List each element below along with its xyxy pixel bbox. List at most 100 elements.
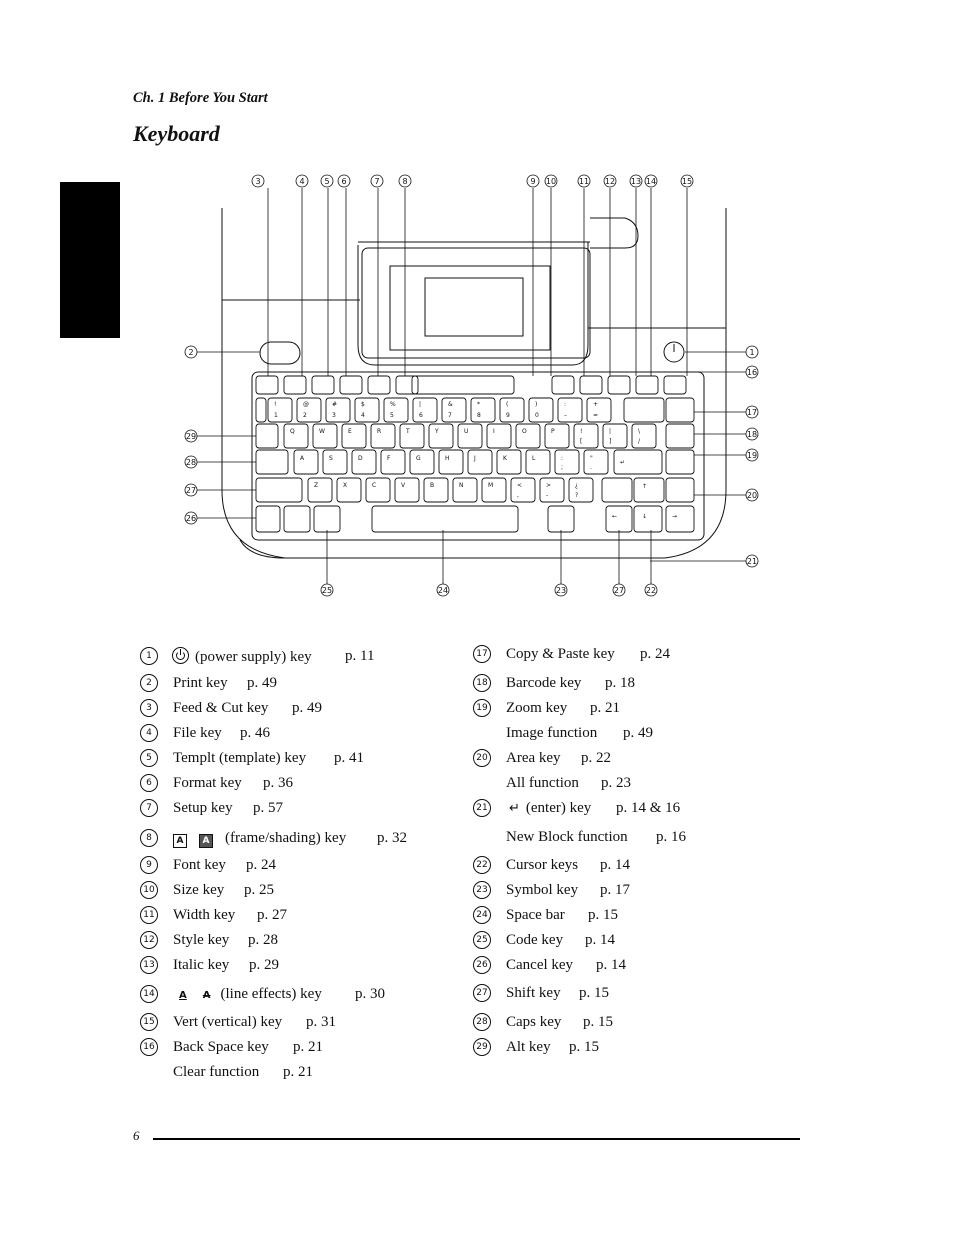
key-label: / <box>638 438 641 445</box>
callout-number: 21 <box>473 799 491 817</box>
callout-label: 17 <box>747 408 757 417</box>
key-label: < <box>517 482 522 489</box>
letter-key <box>283 423 309 449</box>
entry-name: Italic key <box>173 957 230 973</box>
letter-key <box>486 423 512 449</box>
callout-circle <box>295 174 309 188</box>
entry-name: File key <box>173 725 222 741</box>
number-key <box>267 397 293 423</box>
key-label: – <box>564 412 567 419</box>
function-key-wide <box>411 375 515 395</box>
callout-circle <box>629 174 643 188</box>
key-label: Q <box>290 428 295 435</box>
entry-name: All function <box>506 775 579 791</box>
letter-key <box>399 423 425 449</box>
page-title: Keyboard <box>133 121 220 146</box>
callout-number: 18 <box>473 674 491 692</box>
callout-circle <box>577 174 591 188</box>
function-key <box>663 375 687 395</box>
key-label: ) <box>535 401 537 408</box>
entry-name: Templt (template) key <box>173 750 307 766</box>
entry-name: Alt key <box>506 1039 551 1055</box>
letter-key <box>322 449 348 475</box>
key-label: [ <box>580 438 582 445</box>
footer-rule <box>153 1138 800 1140</box>
callout-label: 5 <box>324 177 329 186</box>
entry-page: p. 25 <box>244 882 274 898</box>
entry-page: p. 16 <box>656 829 686 845</box>
callout-number: 8 <box>140 829 158 847</box>
callout-number: 20 <box>473 749 491 767</box>
callout-number: 29 <box>473 1038 491 1056</box>
letter-key <box>307 477 333 503</box>
callout-circle <box>337 174 351 188</box>
entry-page: p. 49 <box>623 725 653 741</box>
entry-name: Shift key <box>506 985 561 1001</box>
callout-label: 29 <box>186 432 196 441</box>
letter-key <box>365 477 391 503</box>
strikeout-icon: A <box>202 990 211 1001</box>
entry-page: p. 24 <box>640 646 670 662</box>
key-label: G <box>416 455 421 462</box>
callout-label: 10 <box>546 177 556 186</box>
key-label: Z <box>314 482 318 489</box>
key-label: ? <box>575 492 578 499</box>
entry-page: p. 18 <box>605 675 635 691</box>
entry-name: Style key <box>173 932 230 948</box>
callout-label: 13 <box>631 177 641 186</box>
copy-paste-key <box>665 397 695 423</box>
callout-label: 22 <box>646 586 656 595</box>
callout-label: 24 <box>438 586 448 595</box>
frame-icon: A <box>173 834 187 848</box>
key-label: E <box>348 428 352 435</box>
entry-page: p. 14 <box>585 932 615 948</box>
key-label: ; <box>561 464 563 471</box>
cursor-up-key <box>633 477 665 503</box>
number-key <box>586 397 612 423</box>
callout-label: 25 <box>322 586 332 595</box>
letter-key <box>631 423 657 449</box>
entry-page: p. 31 <box>306 1014 336 1030</box>
function-key <box>607 375 631 395</box>
letter-key <box>539 477 565 503</box>
entry-name: Symbol key <box>506 882 579 898</box>
symbol-key <box>547 505 575 533</box>
letter-key <box>293 449 319 475</box>
key-label: K <box>503 455 508 462</box>
callout-number: 14 <box>140 985 158 1003</box>
callout-number: 4 <box>140 724 158 742</box>
letter-key <box>583 449 609 475</box>
key-label: V <box>401 482 406 489</box>
entry-page: p. 15 <box>583 1014 613 1030</box>
key-label: @ <box>303 401 309 408</box>
key-label: 7 <box>448 412 452 419</box>
page-number: 6 <box>133 1128 140 1143</box>
key-label: ! <box>580 428 582 435</box>
key-label: 8 <box>477 412 481 419</box>
callout-number: 22 <box>473 856 491 874</box>
letter-key <box>544 423 570 449</box>
entry-name: Format key <box>173 775 242 791</box>
letter-key <box>428 423 454 449</box>
key-label: % <box>390 401 396 408</box>
barcode-key <box>665 423 695 449</box>
letter-key <box>602 423 628 449</box>
key-label: ! <box>274 401 276 408</box>
key-label: : <box>564 401 566 408</box>
key-label: , <box>517 492 519 499</box>
key-label: - <box>546 492 548 499</box>
power-icon <box>172 647 189 664</box>
entry-name: New Block function <box>506 829 628 845</box>
callout-number: 9 <box>140 856 158 874</box>
key-label: X <box>343 482 347 489</box>
key-label: ← <box>612 513 617 520</box>
callout-label: 28 <box>186 458 196 467</box>
entry-name: Barcode key <box>506 675 582 691</box>
callout-number: 26 <box>473 956 491 974</box>
function-key <box>367 375 391 395</box>
key-label: > <box>546 482 551 489</box>
key-label: ↑ <box>642 483 647 490</box>
key-label: ↵ <box>620 459 625 466</box>
letter-key <box>409 449 435 475</box>
function-key <box>311 375 335 395</box>
